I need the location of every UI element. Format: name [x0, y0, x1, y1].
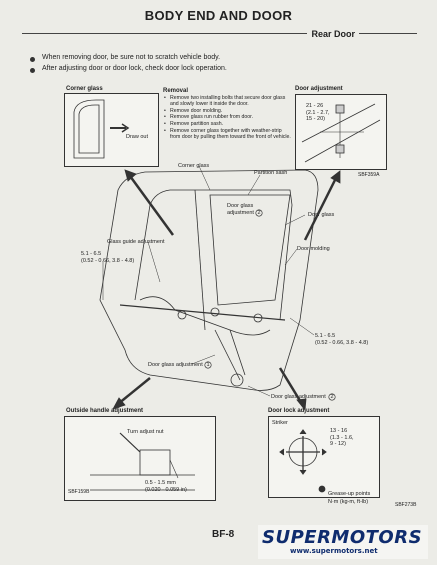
watermark-brand: SUPERMOTORS — [262, 527, 423, 548]
removal-step: Remove glass run rubber from door. — [163, 114, 293, 121]
door-adjustment-title: Door adjustment — [295, 86, 343, 92]
grease-up-label: Grease-up points — [328, 491, 371, 497]
corner-glass-title: Corner glass — [66, 86, 103, 92]
regulator-gear — [230, 373, 244, 387]
door-molding-line — [119, 304, 286, 321]
circle-2-label: 2 — [257, 210, 261, 216]
arrow-to-outside-handle — [117, 377, 151, 405]
removal-step: Remove door molding. — [163, 108, 293, 115]
removal-heading: Removal — [163, 88, 189, 94]
page-number: BF-8 — [212, 529, 235, 540]
label-door-glass-adjustment-2: Door glass adjustment — [227, 203, 254, 216]
watermark-url: www.supermotors.net — [290, 547, 378, 555]
door-adjustment-code: SBF359A — [358, 172, 380, 178]
draw-out-label: Draw out — [126, 134, 149, 140]
hinge-lower — [335, 144, 345, 154]
striker-label: Striker — [272, 420, 288, 426]
circle-2b-icon — [328, 393, 336, 401]
removal-step: Remove corner glass together with weathe… — [163, 128, 293, 141]
hinge-upper — [335, 104, 345, 114]
bullet-icon — [30, 57, 35, 62]
turn-adjust-nut-label: Turn adjust nut — [127, 429, 164, 435]
label-partition-sash: Partition sash — [254, 170, 288, 176]
label-door-molding: Door molding — [297, 246, 330, 252]
window-frame — [134, 189, 293, 321]
torque-left: 5.1 - 6.5 (0.52 - 0.66, 3.8 - 4.8) — [81, 251, 135, 264]
corner-glass-inset — [64, 93, 159, 167]
section-rule — [22, 33, 417, 34]
clearance-label: 0.5 - 1.5 mm (0.020 - 0.059 in) — [145, 480, 187, 493]
watermark-logo: SUPERMOTORS www.supermotors.net — [258, 525, 428, 559]
door-adjustment-torque: 21 - 26 (2.1 - 2.7, 15 - 20) — [306, 103, 330, 122]
partition-sash-line — [194, 189, 206, 331]
door-lock-title: Door lock adjustment — [268, 408, 330, 414]
grease-point-icon — [318, 485, 326, 493]
circle-2-icon — [255, 209, 263, 217]
outside-handle-rod — [139, 449, 171, 476]
removal-step: Remove two installing bolts that secure … — [163, 95, 293, 108]
circle-1-label: 1 — [206, 362, 210, 368]
label-door-glass-adjustment-1: Door glass adjustment — [148, 362, 203, 368]
label-door-glass: Door glass — [308, 212, 335, 218]
door-lock-torque: 13 - 16 (1.3 - 1.6, 9 - 12) — [330, 428, 354, 447]
note-1: When removing door, be sure not to scrat… — [42, 54, 221, 61]
page-title: BODY END AND DOOR — [144, 8, 293, 23]
circle-1-icon — [204, 361, 212, 369]
door-lock-inset — [268, 416, 380, 498]
label-glass-guide-adjustment: Glass guide adjustment — [107, 239, 165, 245]
arrow-to-corner-glass — [128, 175, 175, 236]
door-glass-outline — [209, 194, 291, 306]
corner-glass-frame — [73, 99, 105, 159]
section-title: Rear Door — [307, 29, 359, 39]
outside-handle-code: SBF159B — [68, 489, 90, 495]
torque-right: 5.1 - 6.5 (0.52 - 0.66, 3.8 - 4.8) — [315, 333, 369, 346]
removal-step: Remove partition sash. — [163, 121, 293, 128]
torque-units-label: N·m (kg-m, ft-lb) — [328, 499, 369, 505]
arrow-to-door-adjustment — [303, 177, 338, 241]
door-outline — [99, 169, 319, 391]
label-corner-glass: Corner glass — [178, 163, 210, 169]
door-lock-code: SBF273B — [395, 502, 417, 508]
outside-handle-title: Outside handle adjustment — [66, 408, 144, 414]
note-2: After adjusting door or door lock, check… — [42, 65, 227, 72]
removal-procedure: Removal Remove two installing bolts that… — [163, 88, 293, 141]
circle-2b-label: 2 — [330, 394, 334, 400]
bullet-icon — [30, 68, 35, 73]
